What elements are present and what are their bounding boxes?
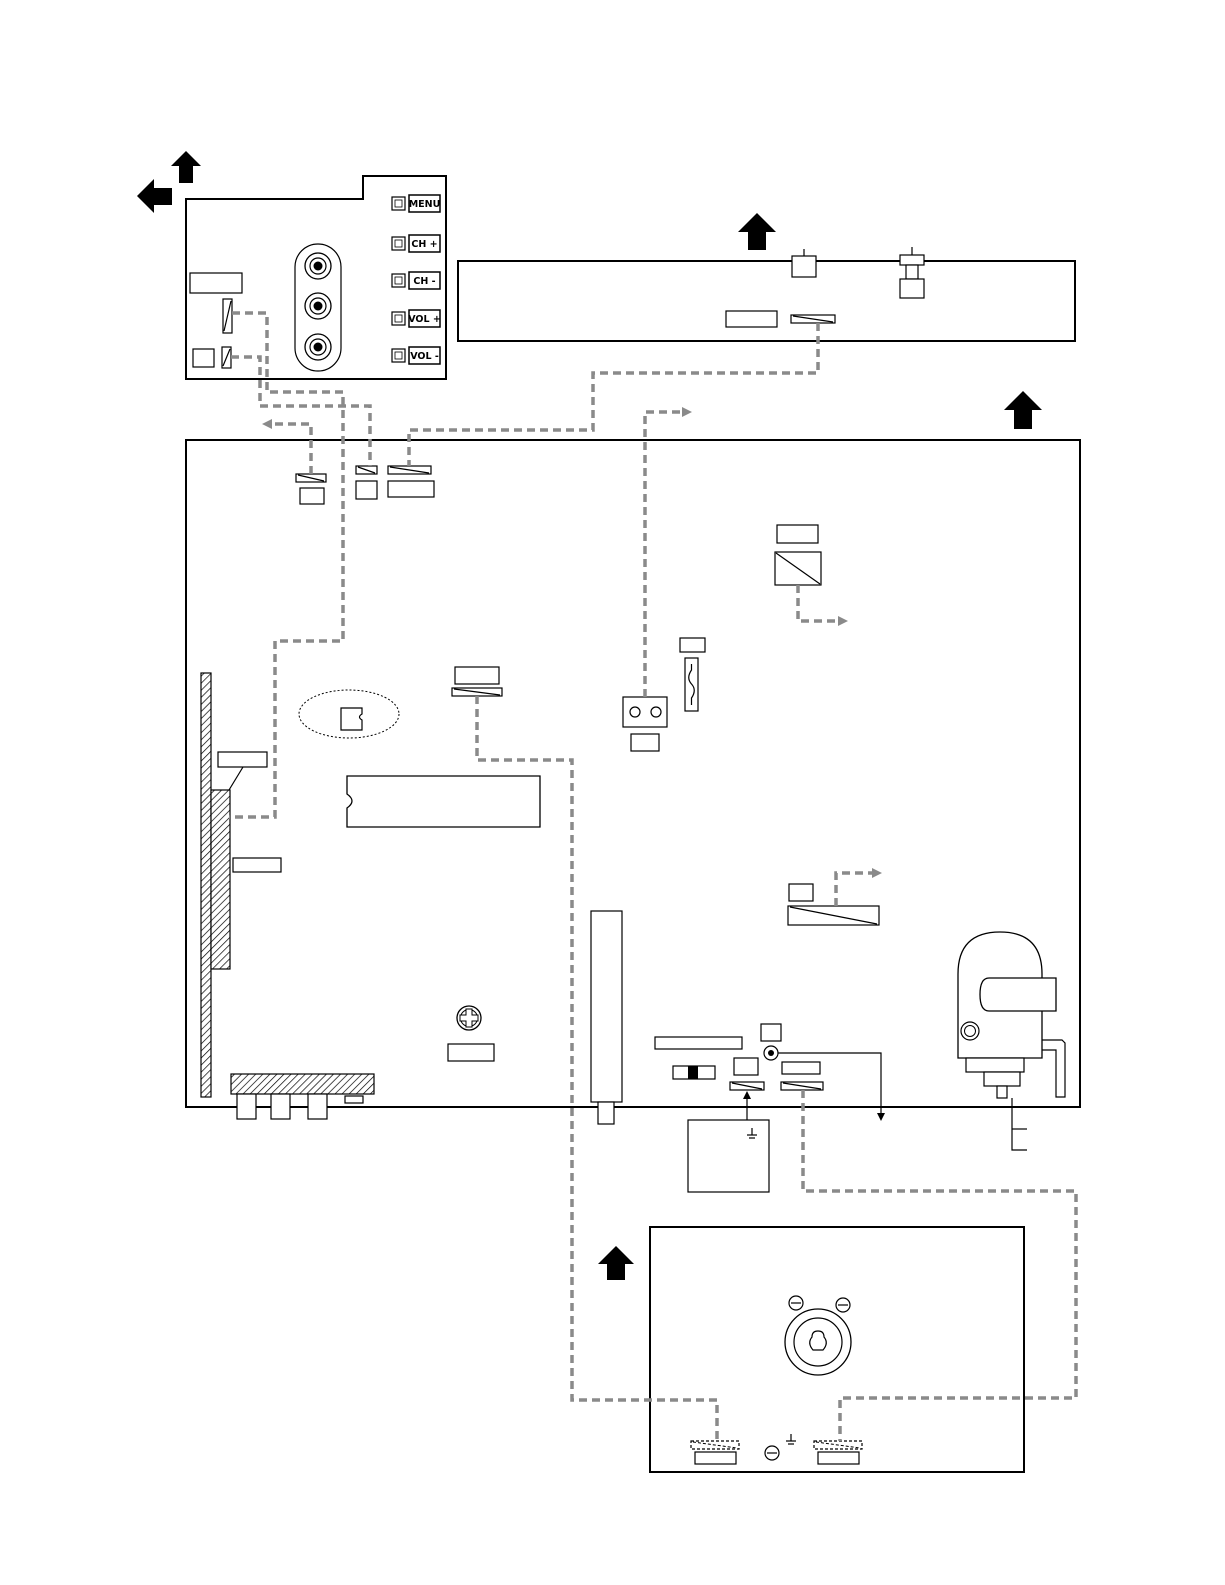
- power-connector: [623, 697, 667, 727]
- jack-icon: [305, 253, 331, 279]
- connector: [791, 315, 835, 323]
- connector: [814, 1441, 862, 1449]
- main-board: [186, 440, 1080, 1150]
- connector-label-box: [300, 488, 324, 504]
- up-arrow-icon: [1004, 391, 1042, 429]
- left-arrow-icon: [137, 179, 172, 213]
- switch-component: [900, 255, 924, 265]
- connector-label-box: [448, 1044, 494, 1061]
- bottom-bracket: [231, 1074, 374, 1094]
- rca-jack: [237, 1094, 256, 1119]
- button-vol-minus[interactable]: VOL -: [392, 347, 440, 364]
- button-vol-plus[interactable]: VOL +: [392, 310, 441, 327]
- screw-icon: [836, 1298, 850, 1312]
- connector-label-box: [726, 311, 777, 327]
- connector-label-box: [388, 481, 434, 497]
- connector-label-box: [193, 349, 214, 367]
- button-menu[interactable]: MENU: [392, 195, 440, 212]
- rca-jack: [308, 1094, 327, 1119]
- arrowhead: [262, 419, 272, 429]
- up-arrow-icon: [598, 1246, 634, 1280]
- screw-icon: [765, 1446, 779, 1460]
- heat-sink-tab: [598, 1102, 614, 1124]
- connector-label-box: [356, 481, 377, 499]
- connector-label-box: [455, 667, 499, 684]
- connector-label-box: [680, 638, 705, 652]
- button-label: CH +: [411, 239, 437, 250]
- left-connector-strip: [211, 790, 230, 969]
- connector-label-box: [218, 752, 267, 767]
- heat-sink: [591, 911, 622, 1102]
- front-control-board: MENU CH + CH - VOL + VOL -: [186, 176, 446, 379]
- connector-label-box: [782, 1062, 820, 1074]
- connector-label-box: [818, 1452, 859, 1464]
- connector: [781, 1082, 823, 1090]
- connector: [222, 347, 231, 368]
- screw-icon: [457, 1006, 481, 1030]
- switch-component: [906, 265, 918, 279]
- connector: [691, 1441, 739, 1449]
- rca-jack: [271, 1094, 290, 1119]
- test-point: [764, 1046, 778, 1060]
- connector-label-box: [233, 858, 281, 872]
- top-board: [458, 247, 1075, 341]
- connector: [296, 474, 326, 482]
- connector-label-box: [695, 1452, 736, 1464]
- crt-socket: [785, 1309, 851, 1375]
- button-label: CH -: [413, 276, 435, 287]
- connector-label-box: [734, 1058, 758, 1075]
- fuse-icon: [685, 658, 698, 711]
- av-jack-strip: [295, 244, 341, 371]
- switch-component: [673, 1066, 715, 1079]
- connector: [730, 1082, 764, 1090]
- button-label: VOL -: [410, 351, 439, 362]
- connector: [388, 466, 431, 474]
- connector: [356, 466, 377, 474]
- arrowhead: [877, 1113, 885, 1121]
- connector: [223, 299, 232, 333]
- connector-label-box: [631, 734, 659, 751]
- small-tab: [345, 1096, 363, 1103]
- jack-icon: [305, 293, 331, 319]
- jack-icon: [305, 334, 331, 360]
- connector-label-box: [190, 273, 242, 293]
- button-label: VOL +: [408, 314, 441, 325]
- connector: [452, 688, 502, 696]
- arrowhead: [682, 407, 692, 417]
- switch-component: [792, 256, 816, 277]
- connector-label-box: [761, 1024, 781, 1041]
- relay-component: [775, 552, 821, 585]
- button-ch-minus[interactable]: CH -: [392, 272, 440, 289]
- chip-icon: [341, 708, 362, 730]
- connector-label-box: [789, 884, 813, 901]
- up-arrow-icon: [171, 151, 201, 183]
- button-ch-plus[interactable]: CH +: [392, 235, 440, 252]
- left-bracket: [201, 673, 211, 1097]
- screw-icon: [789, 1296, 803, 1310]
- connector-label-box: [777, 525, 818, 543]
- crt-socket-board: [650, 1227, 1024, 1472]
- up-arrow-icon: [738, 213, 776, 250]
- button-label: MENU: [409, 199, 441, 210]
- switch-component: [900, 279, 924, 298]
- connector-label-box: [655, 1037, 742, 1049]
- connector: [788, 906, 879, 925]
- main-ic: [347, 776, 540, 827]
